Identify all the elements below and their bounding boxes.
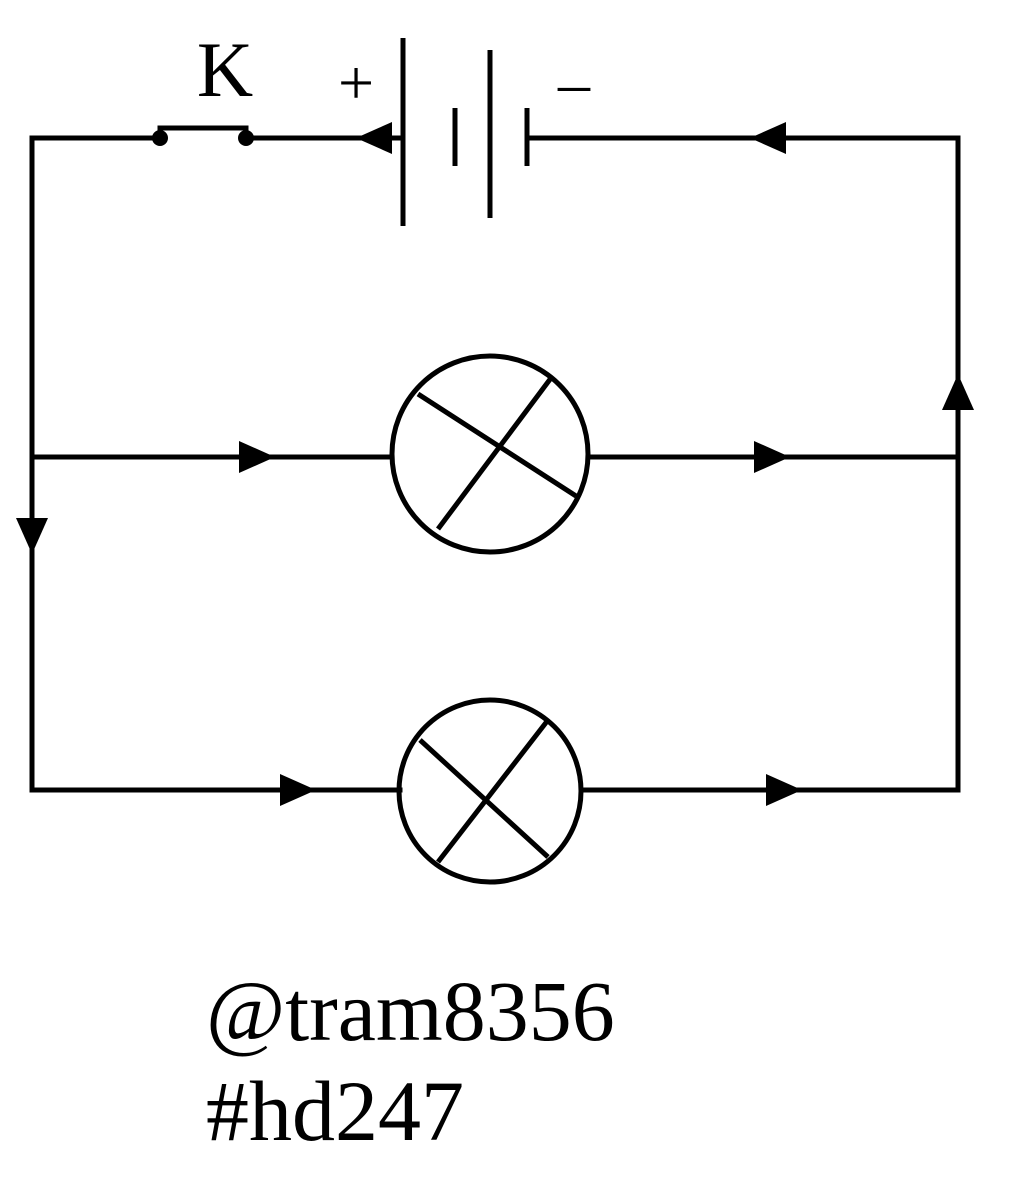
current-arrow-icon: [16, 518, 48, 554]
credit-author: @tram8356: [206, 963, 615, 1059]
current-arrow-icon: [239, 441, 275, 473]
lamp-bottom: [396, 697, 584, 885]
current-arrow-icon: [942, 374, 974, 410]
switch-label: K: [197, 26, 253, 113]
battery-positive-label: +: [338, 47, 374, 118]
current-arrow-icon: [766, 774, 802, 806]
current-arrow-icon: [754, 441, 790, 473]
battery-negative-label: –: [557, 47, 591, 118]
lamp-top: [389, 353, 591, 555]
battery: [400, 38, 530, 226]
current-arrow-icon: [750, 122, 786, 154]
credit-tag: #hd247: [206, 1063, 464, 1159]
current-arrow-icon: [280, 774, 316, 806]
current-arrow-icon: [356, 122, 392, 154]
switch-k: [152, 125, 254, 146]
